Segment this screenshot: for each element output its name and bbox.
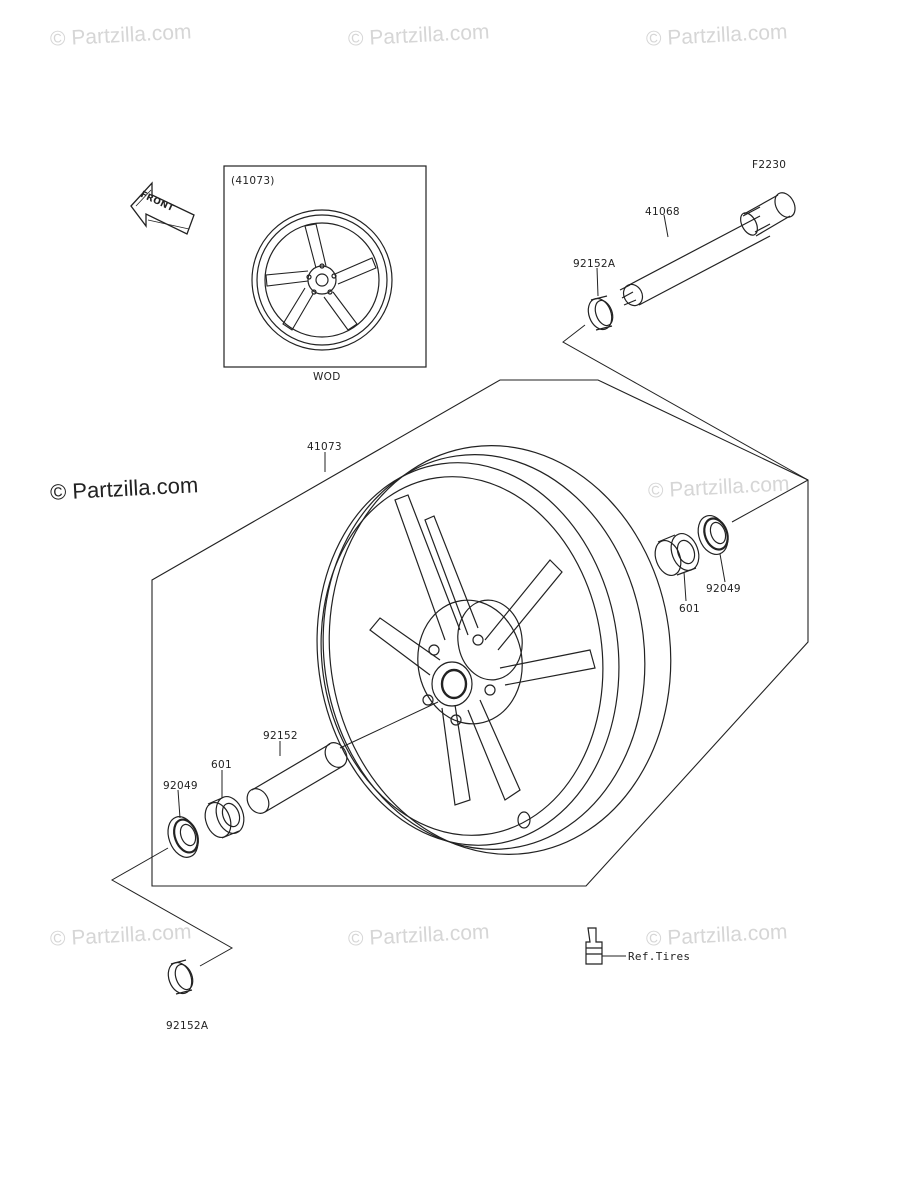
bearing-right-drawing bbox=[654, 533, 700, 577]
part-label-wheel[interactable]: 41073 bbox=[307, 441, 342, 453]
axle-drawing bbox=[619, 192, 796, 307]
part-label-bearing-left[interactable]: 601 bbox=[211, 759, 232, 771]
diagram-code: F2230 bbox=[752, 159, 787, 171]
bearing-left-drawing bbox=[204, 796, 245, 839]
collar-upper-drawing bbox=[587, 295, 614, 331]
front-arrow-icon bbox=[130, 181, 195, 235]
spacer-drawing bbox=[246, 742, 348, 814]
seal-right-drawing bbox=[697, 515, 729, 555]
wheel-drawing bbox=[316, 445, 672, 855]
part-label-bearing-right[interactable]: 601 bbox=[679, 603, 700, 615]
inset-caption: WOD bbox=[313, 371, 341, 383]
assembly-outline bbox=[151, 379, 809, 887]
collar-lower-drawing bbox=[167, 959, 194, 995]
valve-ref-label[interactable]: Ref.Tires bbox=[628, 950, 691, 963]
part-label-axle[interactable]: 41068 bbox=[645, 206, 680, 218]
inset-wheel-drawing bbox=[251, 209, 393, 351]
part-label-spacer[interactable]: 92152 bbox=[263, 730, 298, 742]
part-label-collar-left[interactable]: 92152A bbox=[166, 1020, 209, 1032]
part-label-seal-right[interactable]: 92049 bbox=[706, 583, 741, 595]
part-label-collar-right[interactable]: 92152A bbox=[573, 258, 616, 270]
seal-left-drawing bbox=[167, 816, 199, 858]
valve-stem-drawing bbox=[585, 927, 626, 965]
inset-frame bbox=[223, 165, 427, 368]
part-label-seal-left[interactable]: 92049 bbox=[163, 780, 198, 792]
inset-ref: (41073) bbox=[231, 175, 275, 187]
